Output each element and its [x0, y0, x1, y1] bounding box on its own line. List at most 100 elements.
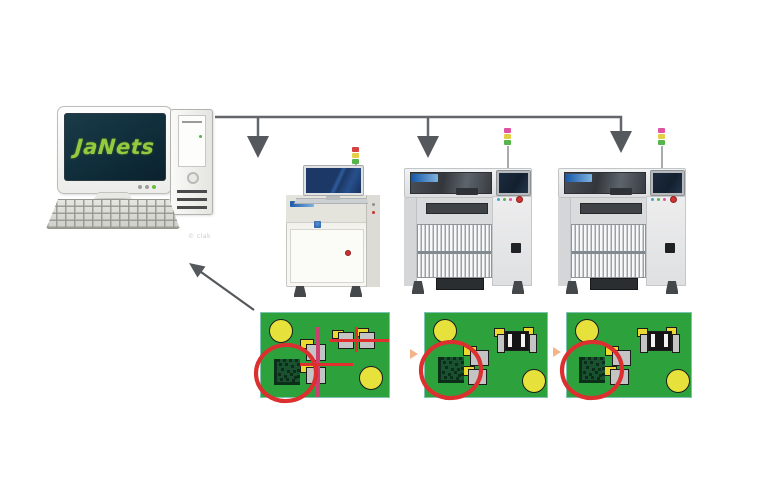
computer-screen: JaNets [64, 113, 166, 181]
fiducial-mark [433, 319, 457, 343]
panel-dot [497, 198, 500, 201]
monitor-power-led-icon [152, 185, 156, 189]
mounter-screen [499, 173, 528, 193]
feeder-cart-tray [436, 278, 484, 290]
feeder-row-divider [572, 251, 645, 254]
cover-handle [610, 188, 632, 195]
chip-mounter-1 [404, 128, 532, 298]
red-circle-annotation [412, 339, 490, 403]
signal-tower-icon [352, 147, 359, 165]
pcb-stage-3 [566, 312, 692, 398]
machine-side-column [558, 198, 571, 286]
emergency-button-icon [670, 196, 677, 203]
tower-fan-icon [187, 172, 199, 184]
machine-foot [566, 281, 578, 294]
tower-yellow-light [504, 134, 511, 139]
inspection-machine [286, 145, 380, 297]
computer-tower [170, 109, 213, 215]
fiducial-mark [575, 319, 599, 343]
vent-square [665, 243, 675, 253]
panel-dot [651, 198, 654, 201]
machine-side-column [404, 198, 417, 286]
monitor-buttons [138, 185, 156, 189]
mounter-monitor [496, 170, 531, 196]
fiducial-mark [359, 366, 383, 390]
terminal-gray [497, 334, 505, 353]
terminal-gray [672, 334, 680, 353]
fiducial-mark [269, 319, 293, 343]
machine-foot [512, 281, 524, 294]
mounter-screen [653, 173, 682, 193]
print-mark-vertical [316, 327, 320, 397]
signal-tower-icon [504, 128, 511, 146]
print-mark-vertical [355, 327, 358, 352]
janets-logo-text: JaNets [74, 135, 156, 159]
feeder-row-divider [418, 251, 491, 254]
terminal-gray [529, 334, 537, 353]
machine-foot [412, 281, 424, 294]
tower-pole [660, 146, 663, 170]
tower-green-light [504, 140, 511, 145]
cd-drive-slot [182, 121, 202, 123]
component-black [648, 331, 672, 351]
terminal-stripe [521, 334, 525, 347]
terminal-stripe [664, 334, 668, 347]
control-dots [651, 198, 666, 201]
mounter-monitor [650, 170, 685, 196]
machine-door [290, 229, 364, 283]
panel-dot [509, 198, 512, 201]
machine-foot [350, 286, 362, 297]
control-dots [497, 198, 512, 201]
tower-drive-bay [178, 115, 206, 167]
tower-yellow-light [658, 134, 665, 139]
terminal-stripe [651, 334, 655, 347]
aoi-monitor-stand [326, 196, 340, 200]
up-left-arrow-icon [189, 263, 206, 278]
aoi-screen [306, 168, 361, 193]
machine-foot [294, 286, 306, 297]
operator-column [646, 196, 686, 286]
down-arrow-icon [247, 136, 269, 158]
brand-label [566, 174, 592, 182]
chip-mounter-2 [558, 128, 686, 298]
component-black [505, 331, 529, 351]
board-entry-slot [580, 203, 642, 214]
fiducial-mark [522, 369, 546, 393]
panel-dot [663, 198, 666, 201]
panel-dot [372, 203, 375, 206]
emergency-button-icon [345, 250, 351, 256]
panel-dot [657, 198, 660, 201]
vent-square [511, 243, 521, 253]
tower-pole [506, 146, 509, 170]
emergency-button-icon [516, 196, 523, 203]
cover-handle [456, 188, 478, 195]
computer-keyboard [46, 199, 180, 229]
brand-label [412, 174, 438, 182]
operator-column [492, 196, 532, 286]
computer-monitor: JaNets [57, 106, 172, 194]
print-mark-horizontal [330, 339, 389, 342]
terminal-stripe [508, 334, 512, 347]
panel-dot [503, 198, 506, 201]
feeder-bank [417, 224, 492, 278]
brand-label [290, 201, 314, 207]
pcb-stage-2 [424, 312, 548, 398]
fiducial-mark [666, 369, 690, 393]
monitor-button-icon [145, 185, 149, 189]
signal-tower-icon [658, 128, 665, 146]
feeder-bank [571, 224, 646, 278]
board-entry-slot [426, 203, 488, 214]
tower-red-light [352, 147, 359, 152]
tower-vent-slots [177, 190, 207, 214]
red-circle-annotation [247, 342, 325, 406]
feedback-line [200, 271, 255, 311]
aoi-monitor [303, 165, 364, 196]
feeder-cart-tray [590, 278, 638, 290]
print-mark-horizontal [298, 363, 353, 366]
red-circle-annotation [553, 339, 631, 403]
clipart-watermark: © clak [188, 233, 212, 240]
machine-side-column [366, 195, 380, 287]
terminal-gray [640, 334, 648, 353]
monitor-button-icon [138, 185, 142, 189]
logo-icon [314, 221, 321, 228]
